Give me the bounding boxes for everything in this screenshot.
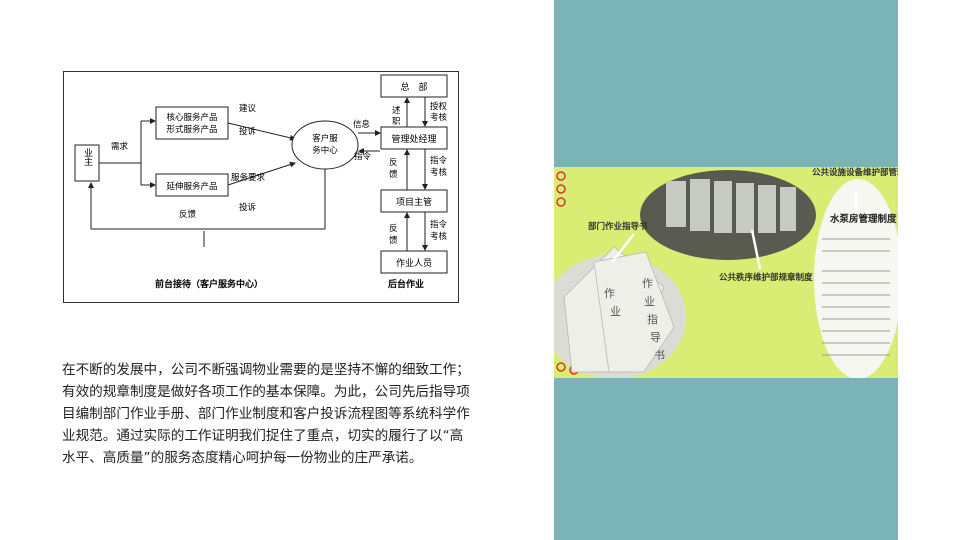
- service-request-label: 服务要求: [231, 172, 266, 183]
- svg-text:业: 业: [610, 305, 621, 318]
- command-label-4: 考核: [430, 231, 448, 242]
- extended-product-label: 延伸服务产品: [166, 181, 217, 192]
- svg-text:作: 作: [604, 287, 615, 300]
- body-paragraph: 在不断的发展中，公司不断强调物业需要的是坚持不懈的细致工作；有效的规章制度是做好…: [62, 362, 470, 466]
- management-office-box: [380, 126, 448, 150]
- feedback-label-4: 馈: [389, 235, 398, 246]
- service-flowchart: 业主 需求 核心服务产品 形式服务产品 延伸服务产品 建议 投诉 服务要求 客户…: [63, 71, 459, 303]
- caption-back: 后台作业: [388, 278, 424, 290]
- pump-label: 水泵房管理制度: [830, 213, 897, 225]
- feedback-label-3: 反: [389, 223, 398, 234]
- cs-center-line2: 务中心: [312, 145, 338, 156]
- cs-center-line1: 客户服: [312, 133, 338, 144]
- worker-label: 作业人员: [396, 257, 432, 269]
- owner-box: [74, 144, 100, 182]
- guide-label: 部门作业指导书: [588, 221, 648, 232]
- command-label-2: 考核: [430, 167, 448, 178]
- core-product-line2: 形式服务产品: [166, 124, 217, 135]
- svg-text:书: 书: [654, 349, 665, 362]
- headquarters-label: 总 部: [400, 81, 427, 93]
- report-label-1: 述: [392, 105, 401, 116]
- feedback-label-1: 反: [389, 157, 398, 168]
- instruct-label: 指令: [354, 151, 372, 162]
- demand-label: 需求: [111, 141, 129, 152]
- project-supervisor-label: 项目主管: [396, 196, 432, 208]
- worker-box: [380, 250, 448, 274]
- documents-photo: 作业 作业指导书 部门作业指导书 公共秩序维护部规章制度 公共设施设备维护部管理…: [554, 167, 898, 378]
- headquarters-box: [380, 74, 448, 98]
- auth-label-1: 授权: [430, 101, 448, 112]
- core-product-line1: 核心服务产品: [166, 112, 217, 123]
- report-label-2: 职: [392, 117, 401, 127]
- facility-label: 公共设施设备维护部管理制度: [812, 167, 898, 178]
- pump-room-ellipse: [814, 179, 898, 378]
- complain-label: 投诉: [239, 126, 257, 137]
- feedback-label-2: 馈: [389, 169, 398, 180]
- feedback-label: 反馈: [179, 209, 197, 220]
- auth-label-2: 考核: [430, 112, 448, 123]
- command-label-3: 指令: [430, 219, 448, 230]
- svg-text:作: 作: [642, 277, 653, 290]
- caption-front: 前台接待（客户服务中心）: [155, 278, 263, 290]
- svg-text:导: 导: [650, 331, 661, 344]
- suggest-label: 建议: [239, 103, 257, 114]
- info-label: 信息: [353, 119, 371, 130]
- wall-frames: [666, 179, 796, 233]
- cs-center-ellipse: [291, 120, 359, 170]
- owner-label: 业主: [82, 148, 93, 166]
- command-label-1: 指令: [430, 155, 448, 166]
- complain2-label: 投诉: [239, 202, 257, 213]
- svg-text:指: 指: [647, 312, 658, 326]
- core-product-box: [155, 106, 229, 140]
- project-supervisor-box: [380, 189, 448, 213]
- management-office-label: 管理处经理: [391, 133, 436, 145]
- order-label: 公共秩序维护部规章制度: [719, 272, 813, 283]
- svg-text:业: 业: [644, 295, 655, 308]
